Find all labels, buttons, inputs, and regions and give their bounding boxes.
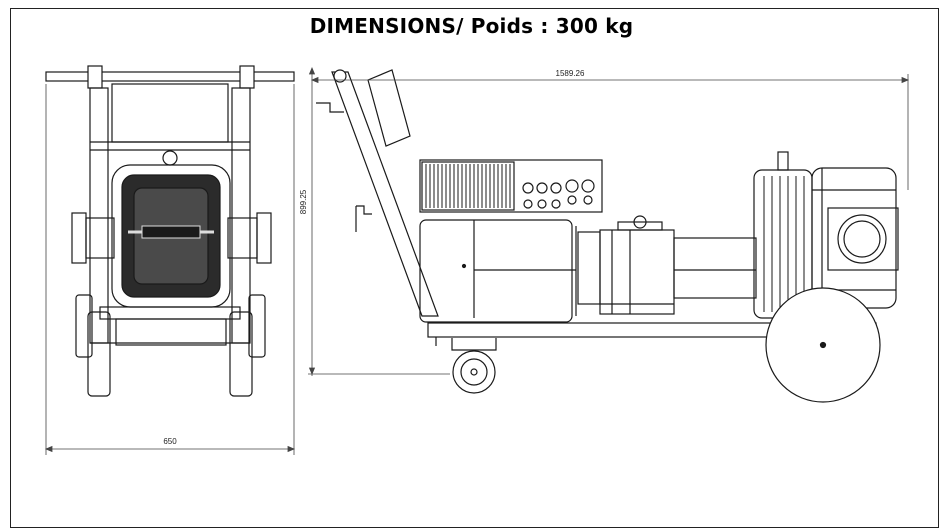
side-gearbox (599, 229, 675, 315)
side-caster-bracket (451, 338, 497, 351)
side-shaft-housing (673, 237, 757, 299)
side-length-label: 1589.26 (556, 69, 585, 78)
side-pump-top-valve (777, 151, 789, 171)
side-port-flange (837, 214, 887, 264)
front-handle-post-left (87, 65, 103, 89)
front-base (99, 306, 241, 320)
front-handle-post-right (239, 65, 255, 89)
side-motor (419, 219, 573, 323)
side-length-dimension (310, 74, 910, 190)
side-coupling (577, 231, 601, 305)
front-view (45, 65, 295, 397)
side-control-knobs (522, 179, 595, 209)
front-port-left (71, 212, 87, 264)
front-width-dimension (44, 84, 296, 455)
front-wheel-left (87, 311, 111, 397)
front-wheel-right (229, 311, 253, 397)
side-view (316, 69, 899, 403)
front-upright-right (231, 87, 251, 344)
side-hook-upper (316, 102, 344, 113)
side-hook-lower (356, 205, 372, 215)
side-height-dimension (308, 66, 450, 376)
front-top-box (111, 83, 229, 143)
side-caster-wheel (452, 350, 496, 394)
page-title: DIMENSIONS/ Poids : 300 kg (309, 14, 634, 38)
front-upright-left (89, 87, 109, 344)
front-port-right (256, 212, 272, 264)
side-control-box (419, 159, 603, 213)
front-wheel-right-small (248, 294, 266, 358)
front-width-label: 650 (163, 437, 177, 446)
side-height-label: 899.25 (299, 189, 308, 214)
front-wheel-left-small (75, 294, 93, 358)
front-handle-bar (45, 71, 295, 82)
side-handle-bracket (367, 69, 411, 147)
side-pump-cover (811, 167, 897, 309)
side-lifting-eye (633, 215, 647, 229)
drawing-frame (10, 8, 939, 528)
front-lifting-eye (162, 150, 178, 166)
side-cooling-fins (421, 161, 515, 211)
